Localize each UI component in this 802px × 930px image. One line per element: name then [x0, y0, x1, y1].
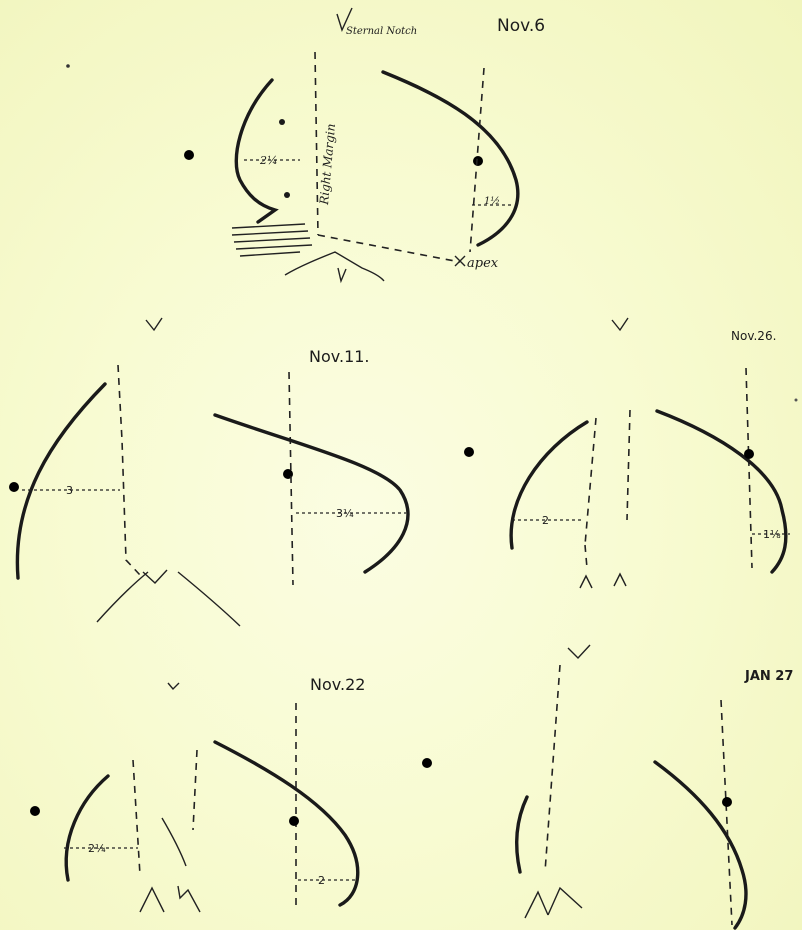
left-border-curve: [383, 72, 518, 245]
apex-mark: [455, 256, 465, 266]
panel-date-label: Nov.26.: [731, 329, 776, 343]
measure-label: 1½: [484, 196, 500, 207]
apex-label: apex: [467, 256, 499, 271]
nipple-marker-icon: [180, 146, 198, 164]
nipple-marker-icon: [469, 152, 487, 170]
right-border-curve: [66, 776, 108, 880]
sternal-line: [545, 665, 560, 872]
sternal-notch-mark: [168, 683, 179, 689]
base-line: [318, 235, 460, 262]
panel-date-label: Nov.11.: [309, 347, 370, 366]
panel-nov-22: Nov.22 2¼ 2: [26, 675, 365, 912]
costal-arch: [162, 818, 186, 866]
sternal-notch-mark: [612, 318, 628, 330]
nipple-marker-icon: [418, 754, 436, 772]
sternal-line: [585, 545, 587, 568]
sternal-line: [193, 750, 197, 830]
measure-label: 3¼: [336, 507, 354, 520]
sternal-line: [118, 365, 140, 575]
sternal-notch-mark: [568, 645, 590, 658]
speck-mark: [795, 399, 798, 402]
panel-date-label: JAN 27: [744, 669, 793, 684]
measure-label: 3: [66, 484, 73, 497]
xiphoid-mark: [525, 892, 548, 918]
panel-nov-11: Nov.11. 3 3¼: [5, 318, 408, 626]
xiphoid-mark: [614, 574, 626, 586]
measure-label: 1⅛: [763, 528, 781, 541]
right-border-curve: [17, 384, 105, 578]
midclavicular-line: [746, 368, 752, 568]
sternal-notch-label: Sternal Notch: [346, 26, 417, 37]
measure-label: 2: [542, 514, 549, 527]
nipple-marker-icon: [5, 478, 23, 496]
costal-arch: [285, 252, 384, 281]
measure-label: 2¼: [88, 842, 106, 855]
left-border-curve: [657, 411, 786, 572]
dot-mark: [279, 119, 285, 125]
sternal-line: [133, 760, 140, 875]
nipple-marker-icon: [279, 465, 297, 483]
panel-date-label: Nov.22: [310, 675, 365, 694]
panel-jan-27: JAN 27: [418, 645, 793, 928]
right-border-curve: [517, 797, 527, 872]
left-border-curve: [655, 762, 746, 928]
nipple-marker-icon: [285, 812, 303, 830]
panel-nov-26: Nov.26. 2 1⅛: [460, 318, 790, 588]
speck-mark: [66, 64, 70, 68]
sternal-line: [585, 418, 596, 545]
panel-date-label: Nov.6: [497, 16, 545, 36]
xiphoid-mark: [140, 888, 164, 912]
measure-label: 2¼: [259, 154, 278, 167]
midclavicular-line: [721, 700, 732, 925]
xiphoid-mark: [338, 268, 346, 281]
costal-arch: [97, 572, 148, 622]
costal-arch: [178, 572, 240, 626]
xiphoid-mark: [548, 888, 582, 915]
right-border-curve: [511, 422, 587, 548]
xiphoid-mark: [580, 576, 592, 588]
sternal-line: [627, 410, 630, 520]
nipple-marker-icon: [460, 443, 478, 461]
panel-nov-6: Nov.6 Sternal Notch Right Margin 2¼ 1½ a…: [180, 8, 545, 281]
xiphoid-mark: [178, 886, 200, 912]
measure-label: 2: [318, 874, 325, 887]
right-margin-line: [315, 52, 318, 235]
right-margin-label: Right Margin: [317, 123, 338, 206]
rib-hatching: [232, 224, 312, 256]
nipple-marker-icon: [26, 802, 44, 820]
xiphoid-mark: [143, 570, 167, 583]
sternal-notch-mark: [146, 318, 162, 330]
dot-mark: [284, 192, 290, 198]
right-border-curve: [236, 80, 275, 222]
left-border-curve: [215, 415, 408, 572]
